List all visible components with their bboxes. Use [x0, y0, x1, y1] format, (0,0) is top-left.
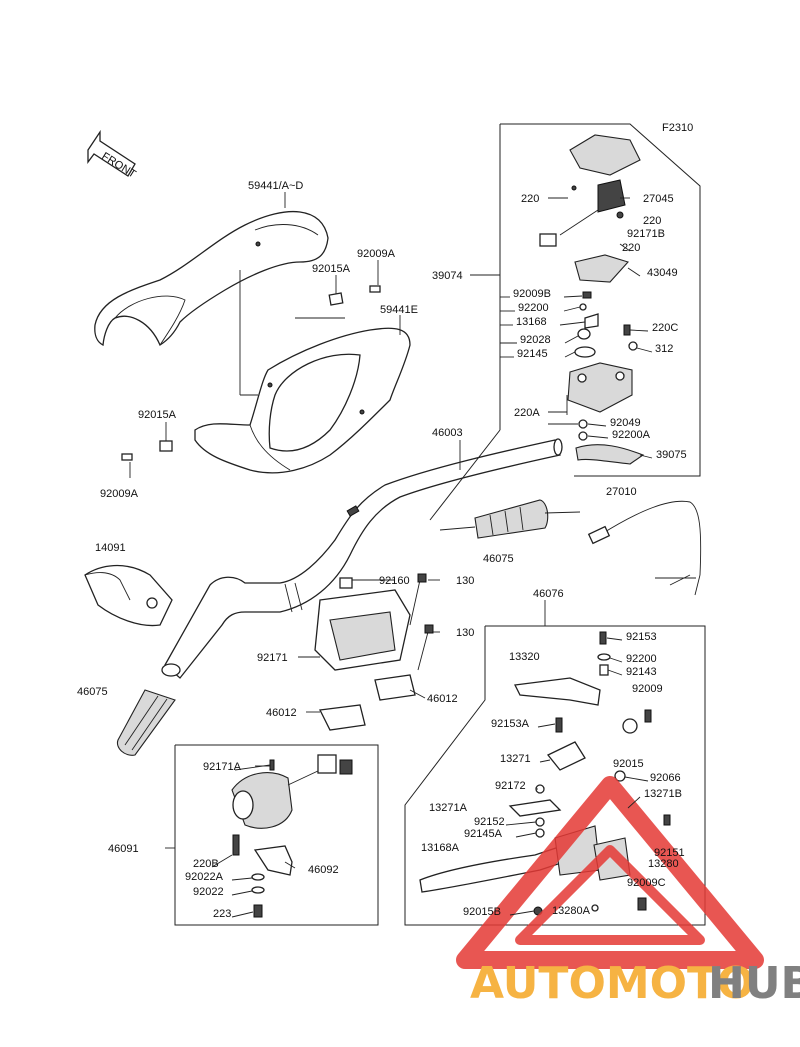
cover-14091: [84, 564, 173, 627]
clamp-46012: [319, 674, 416, 731]
lower-handlebar-cover: [194, 327, 411, 474]
label-92049: 92049: [610, 417, 641, 429]
label-92009A-top: 92009A: [357, 248, 396, 260]
watermark-text-automoto: AUTOMOTO: [470, 958, 754, 1009]
label-92152: 92152: [474, 816, 505, 828]
label-92160: 92160: [379, 575, 410, 587]
label-13271B: 13271B: [644, 788, 682, 800]
collar-92015A-left: [121, 440, 173, 461]
switch-housing-upper: [539, 134, 641, 247]
label-14091: 14091: [95, 542, 126, 554]
switch-housing-lower: [566, 291, 645, 465]
label-46075-mid: 46075: [483, 553, 514, 565]
left-switch-frame: [174, 744, 379, 926]
upper-handlebar-cover: [94, 210, 329, 347]
lever-13320: [514, 631, 611, 706]
label-92143: 92143: [626, 666, 657, 678]
left-switch-housing-46091: [231, 754, 353, 829]
lower-switch-case-43049: [574, 254, 629, 283]
label-59441AD: 59441/A~D: [248, 180, 303, 192]
label-92009: 92009: [632, 683, 663, 695]
label-46003: 46003: [432, 427, 463, 439]
label-27010: 27010: [606, 486, 637, 498]
label-92200A: 92200A: [612, 429, 651, 441]
label-220-a: 220: [521, 193, 539, 205]
handlebar-holder-bracket: [314, 573, 434, 671]
diagram-code: F2310: [662, 122, 693, 134]
label-220-b: 220: [643, 215, 661, 227]
automotohub-watermark: AUTOMOTO HUB: [456, 776, 800, 1009]
label-220A: 220A: [514, 407, 540, 419]
label-92200-r: 92200: [626, 653, 657, 665]
label-46076: 46076: [533, 588, 564, 600]
label-39074: 39074: [432, 270, 463, 282]
label-13280: 13280: [648, 858, 679, 870]
label-92200: 92200: [518, 302, 549, 314]
label-92015A-left: 92015A: [138, 409, 177, 421]
label-220-c: 220: [622, 242, 640, 254]
grip-46075-left: [116, 689, 176, 756]
label-92015A-top: 92015A: [312, 263, 351, 275]
label-92015: 92015: [613, 758, 644, 770]
label-46092: 46092: [308, 864, 339, 876]
label-13168A: 13168A: [421, 842, 460, 854]
front-arrow-icon: FRONT: [87, 129, 138, 181]
grip-46075-right: [439, 499, 581, 539]
label-92171A: 92171A: [203, 761, 242, 773]
label-92172: 92172: [495, 780, 526, 792]
label-130-b: 130: [456, 627, 474, 639]
watermark-text-hub: HUB: [708, 958, 800, 1009]
label-92009C: 92009C: [627, 877, 666, 889]
label-220B: 220B: [193, 858, 219, 870]
choke-lever-46092: [232, 834, 293, 918]
brake-lever-13168A: [419, 784, 671, 916]
label-43049: 43049: [647, 267, 678, 279]
label-92145A: 92145A: [464, 828, 503, 840]
label-92145: 92145: [517, 348, 548, 360]
label-130-a: 130: [456, 575, 474, 587]
label-13168: 13168: [516, 316, 547, 328]
label-46075-left: 46075: [77, 686, 108, 698]
label-92066: 92066: [650, 772, 681, 784]
bracket-13271: [546, 709, 652, 782]
label-leaders: [211, 243, 653, 918]
label-46012-b: 46012: [266, 707, 297, 719]
label-312: 312: [655, 343, 673, 355]
label-92022: 92022: [193, 886, 224, 898]
label-92151: 92151: [654, 847, 685, 859]
label-13271A: 13271A: [429, 802, 468, 814]
label-92171B: 92171B: [627, 228, 665, 240]
label-92009B: 92009B: [513, 288, 551, 300]
watermark-triangle-icon: [456, 776, 764, 969]
handlebar-46003: [161, 438, 563, 679]
collar-92015A-top: [328, 285, 381, 306]
label-92022A: 92022A: [185, 871, 224, 883]
label-27045: 27045: [643, 193, 674, 205]
part-labels: 59441/A~D 92009A 92015A 59441E 92015A 92…: [77, 180, 687, 920]
lever-frame-46076: [404, 600, 706, 926]
label-46012-a: 46012: [427, 693, 458, 705]
label-13320: 13320: [509, 651, 540, 663]
label-13280A: 13280A: [552, 905, 591, 917]
label-92153: 92153: [626, 631, 657, 643]
label-92009A-left: 92009A: [100, 488, 139, 500]
throttle-cable-27010: [587, 500, 702, 596]
label-92171: 92171: [257, 652, 288, 664]
label-39075: 39075: [656, 449, 687, 461]
label-59441E: 59441E: [380, 304, 418, 316]
label-223: 223: [213, 908, 231, 920]
label-220C: 220C: [652, 322, 678, 334]
label-92153A: 92153A: [491, 718, 530, 730]
right-switch-frame: [429, 123, 701, 521]
label-92028: 92028: [520, 334, 551, 346]
label-92015B: 92015B: [463, 906, 501, 918]
label-46091: 46091: [108, 843, 139, 855]
label-13271: 13271: [500, 753, 531, 765]
